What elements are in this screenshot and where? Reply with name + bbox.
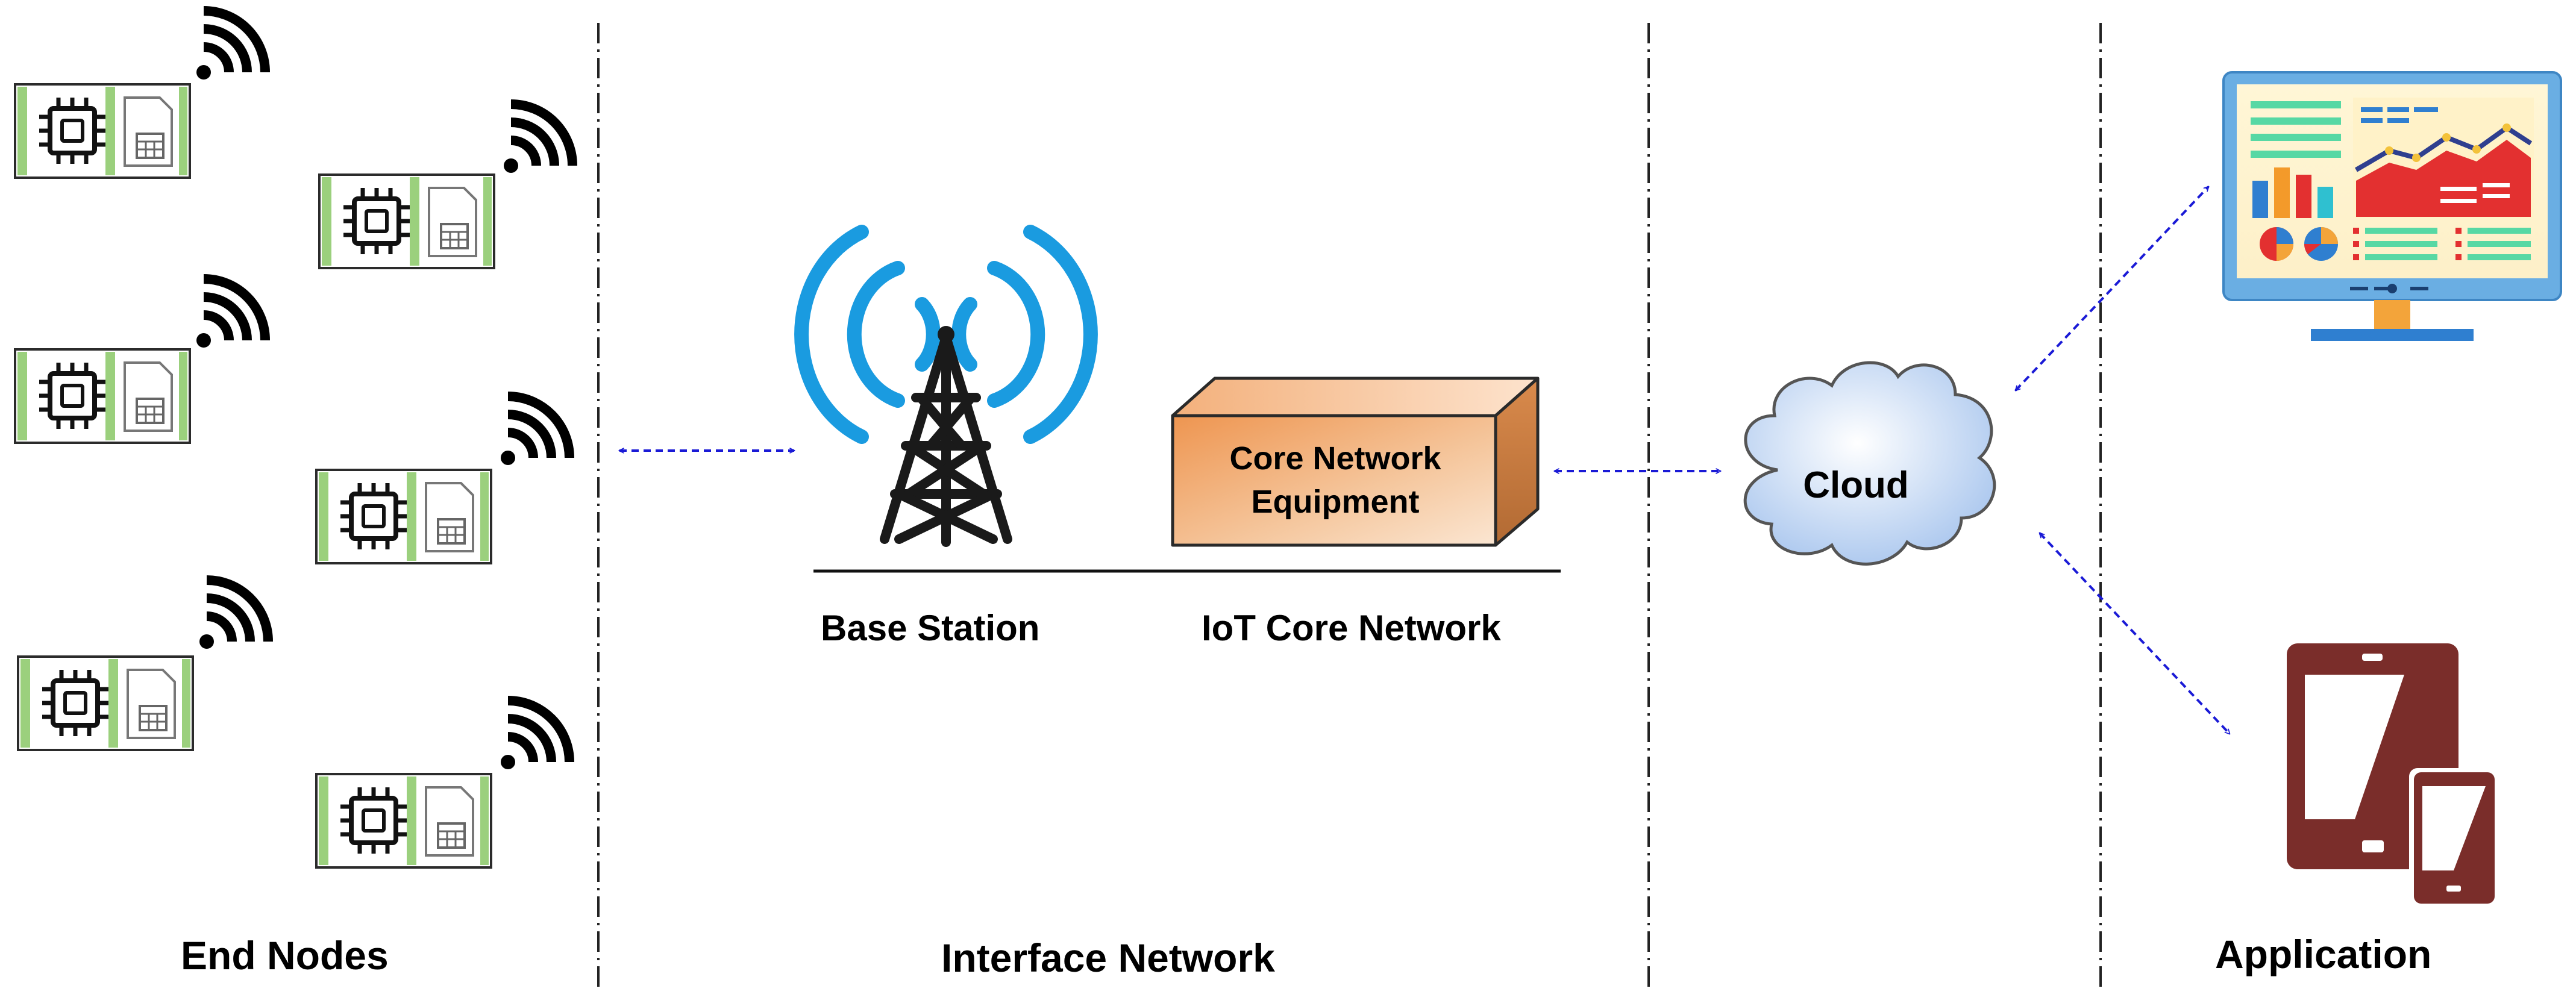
wireless-signal-icon [504,104,572,173]
core-network-equipment-box [1171,377,1540,547]
end-node-5 [18,657,193,750]
arrow-cloud-to-monitor [2016,187,2208,390]
section-dividers [597,23,2102,988]
end-node-2 [319,175,494,268]
wireless-signal-icon [196,11,265,80]
connection-arrows [619,187,2230,734]
base-station-label: Base Station [821,608,1040,648]
core-network-equipment-label: Core Network Equipment [1173,437,1498,523]
cloud-icon [1743,361,1996,566]
arrow-cloud-to-mobile [2040,533,2230,734]
end-nodes-group [15,11,572,867]
end-node-3 [15,349,190,443]
cell-tower-icon [794,225,1098,547]
end-nodes-title: End Nodes [181,933,389,978]
wireless-signal-icon [501,701,569,769]
dashboard-monitor-icon [2222,71,2562,341]
interface-network-title: Interface Network [941,936,1275,980]
application-title: Application [2215,932,2432,976]
core-network-label-line1: Core Network [1229,440,1441,477]
iot-core-network-label: IoT Core Network [1202,608,1501,648]
wireless-signal-icon [501,396,569,465]
wireless-signal-icon [199,580,268,649]
core-network-label-line2: Equipment [1251,484,1420,520]
end-node-6 [316,774,491,867]
wireless-signal-icon [196,279,265,348]
cloud-label: Cloud [1803,464,1909,506]
end-node-1 [15,84,190,178]
tablet-phone-icon [2287,643,2499,908]
end-node-4 [316,470,491,563]
